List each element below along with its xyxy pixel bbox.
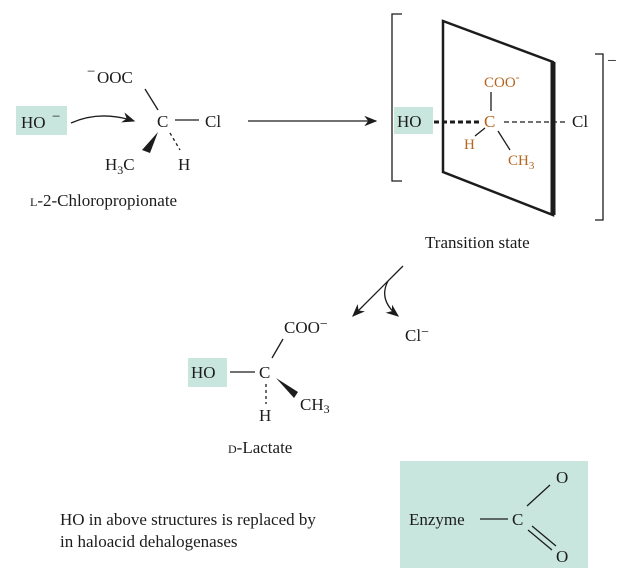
right-bracket <box>595 53 604 221</box>
overall-charge: − <box>607 51 617 70</box>
hash-bond <box>169 132 181 151</box>
product-arrow <box>352 265 404 317</box>
ts-hydrogen: H <box>464 137 475 153</box>
double-bond <box>527 529 553 551</box>
central-carbon: C <box>157 112 168 131</box>
chloride-ion: Cl− <box>405 325 429 345</box>
leaving-group-arrow <box>384 280 400 317</box>
enzyme-highlight <box>400 461 588 568</box>
product-label: d-Lactate <box>228 438 292 457</box>
enzyme-label: Enzyme <box>409 510 465 529</box>
reactant-label: l-2-Chloropropionate <box>30 191 177 210</box>
oxygen-top: O <box>556 468 568 487</box>
bond <box>271 338 284 359</box>
transition-state: − HO C Cl COO- H CH3 Transition state <box>391 13 617 252</box>
enzyme-carbon: C <box>512 510 523 529</box>
nucleophile-ho: HO <box>21 113 46 132</box>
ts-carbon: C <box>484 112 495 131</box>
ts-methyl: CH3 <box>508 153 535 172</box>
product-carboxylate: COO− <box>284 317 328 337</box>
wedge-bond <box>142 132 158 153</box>
note-line-1: HO in above structures is replaced by <box>60 510 316 529</box>
double-bond <box>531 525 557 547</box>
hydrogen: H <box>178 155 190 174</box>
enzyme-carboxylate-box: Enzyme C O O <box>400 461 588 568</box>
bond <box>497 130 511 151</box>
oxygen-bottom: O <box>556 547 568 566</box>
reactant-l-2-chloropropionate: HO − − OOC C Cl H3C H l-2-Chloropropiona… <box>16 64 221 210</box>
left-bracket <box>391 13 402 182</box>
product-d-lactate: COO− HO C CH3 H d-Lactate <box>188 317 330 457</box>
attack-arrow <box>70 112 136 124</box>
bond <box>144 88 159 111</box>
bond <box>526 484 551 507</box>
ts-carboxylate: COO- <box>484 70 520 91</box>
product-hydroxyl: HO <box>191 363 216 382</box>
note-line-2: in haloacid dehalogenases <box>60 532 238 551</box>
carboxylate: OOC <box>97 68 133 87</box>
reaction-plane <box>441 19 555 217</box>
hydroxyl-highlight <box>188 358 227 387</box>
ts-nucleophile: HO <box>397 112 422 131</box>
bond <box>474 127 486 137</box>
ts-label: Transition state <box>425 233 530 252</box>
product-methyl: CH3 <box>300 395 330 416</box>
nucleophile-highlight <box>16 106 67 135</box>
nucleophile-charge: − <box>52 109 60 125</box>
chlorine: Cl <box>205 112 221 131</box>
nucleophile-highlight <box>394 107 433 134</box>
ts-chlorine: Cl <box>572 112 588 131</box>
product-hydrogen: H <box>259 406 271 425</box>
methyl-group: H3C <box>105 155 135 177</box>
carboxylate-charge: − <box>87 64 95 80</box>
wedge-bond <box>276 378 298 398</box>
product-carbon: C <box>259 363 270 382</box>
